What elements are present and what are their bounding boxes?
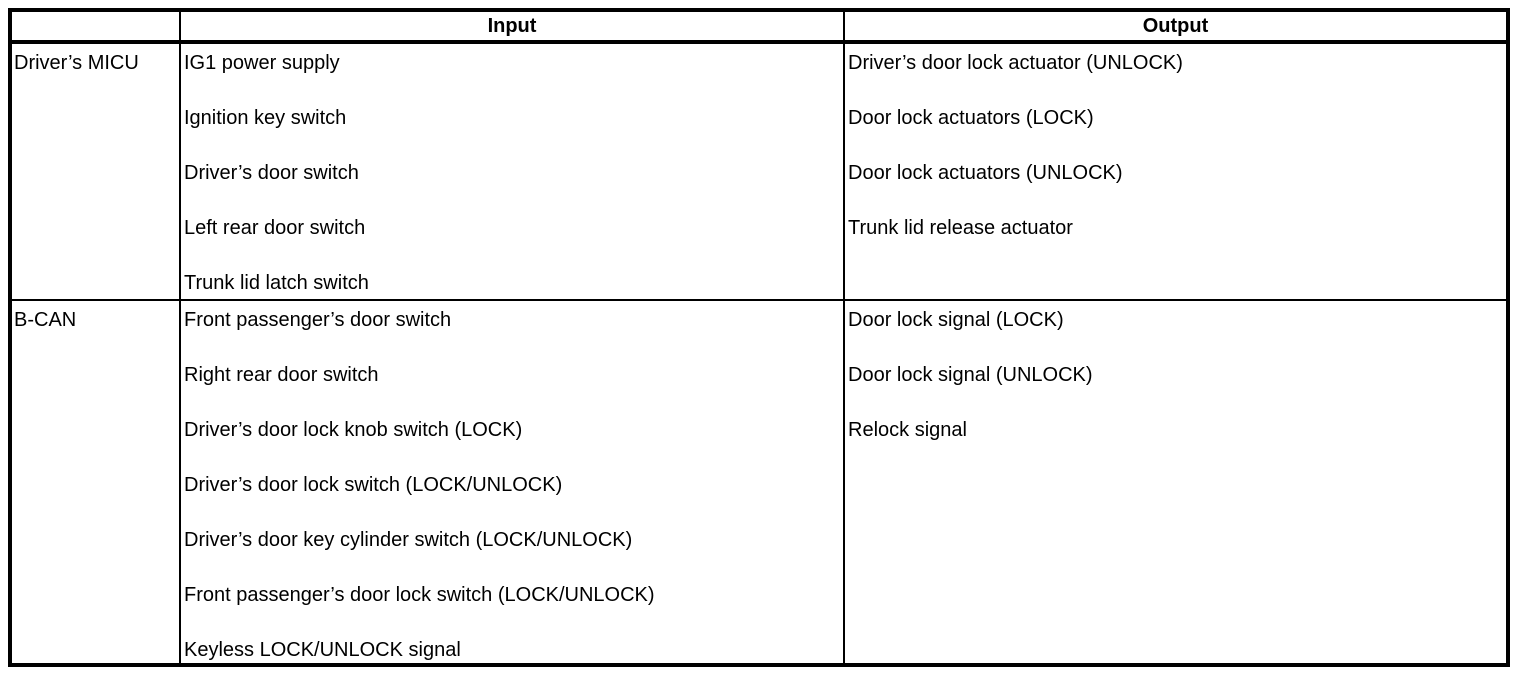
input-item: Right rear door switch: [184, 364, 379, 386]
output-item: Door lock actuators (UNLOCK): [848, 162, 1123, 184]
input-item: IG1 power supply: [184, 52, 340, 74]
output-item: Driver’s door lock actuator (UNLOCK): [848, 52, 1183, 74]
row-label-text: Driver’s MICU: [14, 52, 139, 74]
row-label-text: B-CAN: [14, 309, 77, 331]
input-item: Ignition key switch: [184, 107, 347, 129]
header-input: Input: [181, 12, 845, 44]
outputs-drivers-micu: Driver’s door lock actuator (UNLOCK) Door…: [845, 44, 1506, 301]
input-item: Driver’s door switch: [184, 162, 359, 184]
output-item: Door lock signal (UNLOCK): [848, 364, 1093, 386]
input-item: Front passenger’s door lock switch (LOCK…: [184, 584, 655, 606]
input-item: Driver’s door lock knob switch (LOCK): [184, 419, 523, 441]
row-label-b-can: B-CAN: [12, 301, 181, 663]
header-output-text: Output: [1142, 15, 1209, 37]
header-output: Output: [845, 12, 1506, 44]
input-item: Left rear door switch: [184, 217, 366, 239]
input-item: Driver’s door lock switch (LOCK/UNLOCK): [184, 474, 563, 496]
output-item: Trunk lid release actuator: [848, 217, 1073, 239]
output-item: Door lock signal (LOCK): [848, 309, 1064, 331]
header-input-text: Input: [487, 15, 537, 37]
output-item: Relock signal: [848, 419, 967, 441]
input-item: Front passenger’s door switch: [184, 309, 452, 331]
outputs-b-can: Door lock signal (LOCK) Door lock signal …: [845, 301, 1506, 663]
input-output-table: Input Output Driver’s MICU IG1 power sup…: [8, 8, 1510, 667]
row-label-drivers-micu: Driver’s MICU: [12, 44, 181, 301]
header-row-label: [12, 12, 181, 44]
input-item: Trunk lid latch switch: [184, 272, 369, 294]
input-item: Keyless LOCK/UNLOCK signal: [184, 639, 461, 661]
input-item: Driver’s door key cylinder switch (LOCK/…: [184, 529, 633, 551]
output-item: Door lock actuators (LOCK): [848, 107, 1094, 129]
